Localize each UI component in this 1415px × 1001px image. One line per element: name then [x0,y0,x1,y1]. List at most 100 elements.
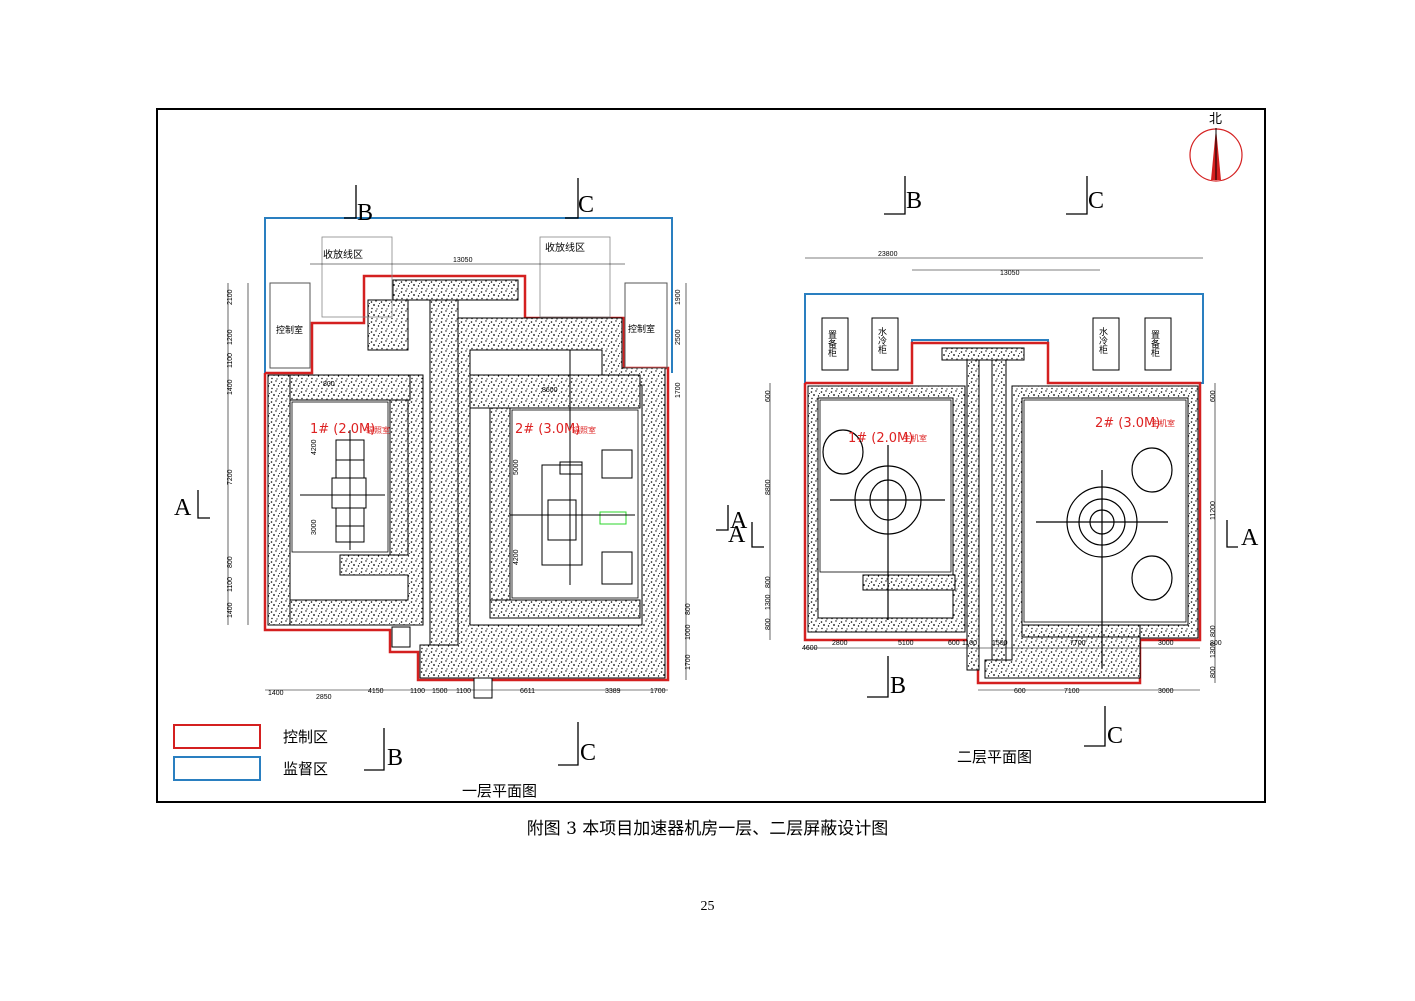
floor1-cable-area-right: 收放线区 [545,241,585,254]
floor1-right-dim-0: 1900 [675,289,682,305]
floor2-dim-corner: 4600 [802,645,818,652]
floor1-left-dim-4: 7200 [227,469,234,485]
floor2-right-dim-0: 600 [1210,390,1217,402]
floor1-bottom-dim-8: 1700 [650,688,666,695]
floor1-section-b-bottom: B [387,745,403,771]
floor2-shielding-walls [807,347,1199,679]
floor1-left-dim-7: 1400 [227,602,234,618]
floor1-control-room-right: 控制室 [628,323,655,335]
floor2-left-dim-2: 800 [765,576,772,588]
floor1-plan: 收放线区 收放线区 控制室 控制室 1# (2.0M) 辐照室 2# (3.0M… [174,178,748,800]
floor1-left-dim-0: 2100 [227,289,234,305]
floor2-title: 二层平面图 [957,748,1032,766]
floor1-left-dim-5: 800 [227,556,234,568]
floor2-section-b-top: B [906,188,922,214]
floor2-right-dim-2: 800 [1210,625,1217,637]
floor1-bottom-dim-3: 1100 [410,688,425,695]
floor1-room1-equipment [300,430,385,550]
floor1-bottom-dim-1: 2850 [316,694,332,701]
north-arrow-icon [1189,128,1243,182]
floor2-bottom2-dim-0: 600 [1014,688,1026,695]
floor1-room-dim-2: 5000 [513,459,520,475]
floor1-room2-sub: 辐照室 [572,425,596,435]
floor1-control-room-left: 控制室 [276,324,303,336]
floor2-bottom-dimensions-2: 600 7100 3000 [1014,688,1174,695]
floor1-room-dim-3: 4200 [513,549,520,565]
floor2-section-a-right: A [1241,525,1259,551]
floor1-left-dim-6: 1100 [227,577,234,592]
floor2-room2-equipment [1036,447,1173,668]
floor2-room2-label: 2# (3.0M) [1095,416,1160,431]
floor2-bottom-dim-0: 2800 [832,640,848,647]
floor1-section-c-bottom: C [580,740,596,766]
floor2-section-c-bottom: C [1107,723,1123,749]
floor2-plan: 置备柜 水冷柜 水冷柜 置备柜 1# (2.0M) 主机室 2# (3.0M) … [728,176,1259,766]
floor2-cabinets [821,317,1172,371]
floor1-right-dim-5: 1700 [685,654,692,670]
floor2-left-dim-0: 600 [765,390,772,402]
floor1-room2-label: 2# (3.0M) [515,422,580,437]
floor2-section-b-bottom: B [890,673,906,699]
floor2-cabinet-4: 置备柜 [1149,330,1160,358]
floor2-bottom2-dim-1: 7100 [1064,688,1080,695]
figure-caption: 附图 3 本项目加速器机房一层、二层屏蔽设计图 [526,819,889,839]
floor1-right-dim-4: 1000 [685,624,692,640]
north-label: 北 [1209,112,1222,127]
floor2-bottom-dim-3: 1100 [962,640,977,647]
floor2-right-dimensions: 600 11200 800 1300 800 [1210,390,1217,678]
floor1-section-c-top: C [578,192,594,218]
floor2-bottom-dim-1: 5100 [898,640,914,647]
floor1-section-a-right: A [730,508,748,534]
floor1-bottom-dim-4: 1500 [432,688,448,695]
floor1-cable-area-left: 收放线区 [323,248,363,261]
floor1-left-dim-1: 1200 [227,329,234,345]
floor2-bottom-dim-4: 1500 [992,640,1008,647]
floor1-right-dim-2: 1700 [675,382,682,398]
floor1-bottom-dim-7: 3389 [605,688,621,695]
floor1-bottom-dim-0: 1400 [268,690,284,697]
floor1-supervision-boundary [264,217,673,373]
floor2-bottom-dim-6: 3000 [1158,640,1174,647]
floor2-dim-total: 23800 [878,251,898,258]
floor1-bottom-dim-5: 1100 [456,688,471,695]
legend: 控制区 监督区 [173,724,328,781]
floor1-bottom-dim-2: 4150 [368,688,384,695]
floor1-left-dimensions: 2100 1200 1100 1400 7200 800 1100 1400 [227,289,234,618]
floor1-right-dim-1: 2500 [675,329,682,345]
floor2-cabinet-3: 水冷柜 [1097,326,1108,355]
floor2-cabinet-1: 置备柜 [826,330,837,358]
floor1-room-dim-0: 4200 [311,439,318,455]
floor2-bottom2-dim-2: 3000 [1158,688,1174,695]
floor2-left-dim-3: 1300 [765,594,772,610]
floor2-right-dim-4: 800 [1210,666,1217,678]
floor2-left-dim-1: 8800 [765,479,772,495]
floor1-left-dim-3: 1400 [227,379,234,395]
legend-label-control: 控制区 [283,728,328,746]
floor2-right-dim-3: 1300 [1210,642,1217,658]
legend-label-supervision: 监督区 [283,760,328,778]
floor2-right-dim-1: 11200 [1210,501,1217,520]
floor2-room1-label: 1# (2.0M) [848,431,913,446]
floor1-right-dimensions: 1900 2500 1700 800 1000 1700 [675,289,692,670]
floor1-title: 一层平面图 [462,782,537,800]
floor1-room2-equipment [510,350,635,585]
floor2-left-dim-4: 800 [765,618,772,630]
floor1-room1-label: 1# (2.0M) [310,422,375,437]
floor2-section-a-left: A [728,522,746,548]
floor1-shielding-walls [267,279,666,679]
floor1-room-dimensions: 4200 3000 5000 4200 [311,439,520,565]
floor1-section-b-top: B [357,200,373,226]
floor1-room-dim-1: 3000 [311,519,318,535]
floor2-cabinet-2: 水冷柜 [876,326,887,355]
floor1-room1-sub: 辐照室 [366,425,390,435]
floor2-bottom-dim-5: 7700 [1070,640,1086,647]
floor1-right-dim-3: 800 [685,603,692,615]
figure-frame [156,108,1266,803]
floor1-section-a-left: A [174,495,192,521]
page-number: 25 [700,899,715,914]
floor2-bottom-dim-2: 600 [948,640,960,647]
floor2-room1-equipment [822,429,945,620]
floor1-left-dim-2: 1100 [227,353,234,368]
